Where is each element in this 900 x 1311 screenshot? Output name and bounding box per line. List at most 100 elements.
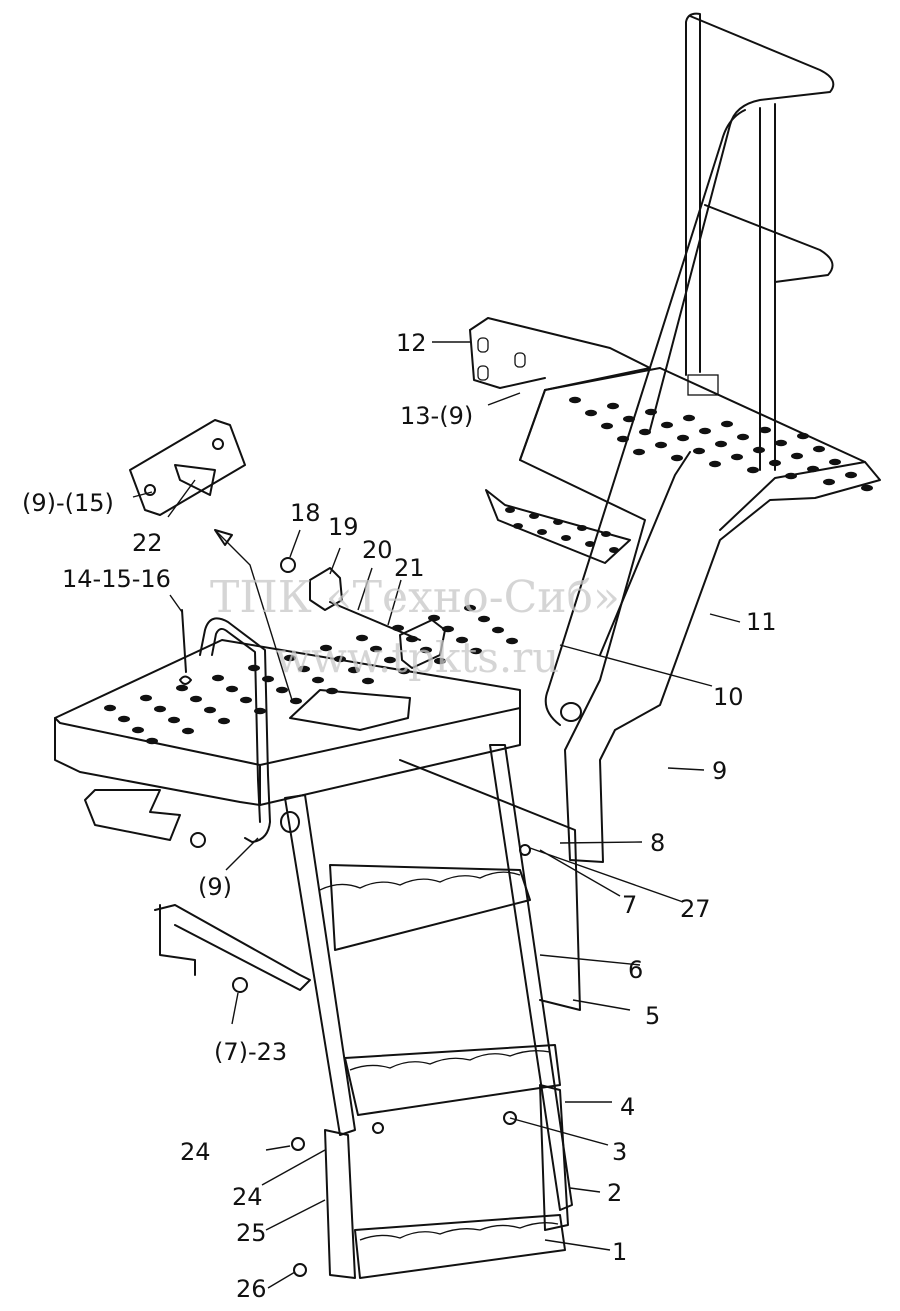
- callout-14-15-16: 14-15-16: [62, 565, 171, 593]
- perforation-hole: [176, 684, 188, 692]
- callout-3: 3: [612, 1138, 627, 1166]
- watermark-company: ТПК «Техно-Сиб»: [210, 572, 620, 623]
- perforation-hole: [492, 626, 504, 634]
- perforation-hole: [290, 697, 302, 705]
- perforation-hole: [623, 415, 635, 423]
- perforation-hole: [537, 529, 547, 535]
- perforation-hole: [464, 604, 476, 612]
- perforation-hole: [513, 523, 523, 529]
- perforation-hole: [470, 647, 482, 655]
- callout-12: 12: [396, 329, 427, 357]
- perforation-hole: [370, 645, 382, 653]
- perforation-hole: [348, 666, 360, 674]
- perforation-hole: [212, 674, 224, 682]
- perforation-hole: [168, 716, 180, 724]
- left-platform: [54, 604, 521, 848]
- callout-9-15: (9)-(15): [22, 489, 114, 517]
- perforation-hole: [609, 547, 619, 553]
- callout-6: 6: [628, 956, 643, 984]
- callout-4: 4: [620, 1093, 635, 1121]
- perforation-hole: [506, 637, 518, 645]
- perforation-hole: [561, 535, 571, 541]
- callout-22: (9): [198, 873, 232, 901]
- perforation-hole: [276, 686, 288, 694]
- perforation-hole: [248, 664, 260, 672]
- perforation-hole: [639, 428, 651, 436]
- perforation-hole: [284, 654, 296, 662]
- callout-paren-9: (7)-23: [214, 1038, 287, 1066]
- perforation-hole: [655, 441, 667, 449]
- callout-26: 26: [236, 1275, 267, 1303]
- perforation-hole: [140, 694, 152, 702]
- perforation-hole: [769, 459, 781, 467]
- perforation-hole: [785, 472, 797, 480]
- perforation-hole: [356, 634, 368, 642]
- upper-platform: [469, 317, 881, 863]
- callout-7: 7: [622, 891, 637, 919]
- callout-9: 9: [712, 757, 727, 785]
- perforation-hole: [715, 440, 727, 448]
- perforation-hole: [240, 696, 252, 704]
- perforation-hole: [118, 715, 130, 723]
- perforation-hole: [807, 465, 819, 473]
- perforation-hole: [661, 421, 673, 429]
- watermark-url: www.tpkts.ru: [275, 633, 559, 682]
- perforation-hole: [320, 644, 332, 652]
- perforation-hole: [312, 676, 324, 684]
- callout-24: 24: [232, 1183, 263, 1211]
- perforation-hole: [823, 478, 835, 486]
- perforation-hole: [505, 507, 515, 513]
- ladder-frame: [154, 744, 581, 1279]
- perforation-hole: [601, 531, 611, 537]
- callout-2: 2: [607, 1179, 622, 1207]
- perforation-hole: [585, 541, 595, 547]
- perforation-hole: [813, 445, 825, 453]
- perforation-hole: [731, 453, 743, 461]
- perforation-hole: [420, 646, 432, 654]
- perforation-hole: [671, 454, 683, 462]
- perforation-hole: [262, 675, 274, 683]
- callout-13-9: 13-(9): [400, 402, 473, 430]
- perforation-hole: [759, 426, 771, 434]
- perforation-hole: [645, 408, 657, 416]
- perforation-hole: [154, 705, 166, 713]
- perforation-hole: [585, 409, 597, 417]
- perforation-hole: [693, 447, 705, 455]
- perforation-hole: [699, 427, 711, 435]
- perforation-hole: [845, 471, 857, 479]
- perforation-hole: [569, 396, 581, 404]
- perforation-hole: [456, 636, 468, 644]
- callout-17: 18: [290, 499, 321, 527]
- perforation-hole: [384, 656, 396, 664]
- perforation-hole: [775, 439, 787, 447]
- callout-18: 19: [328, 513, 359, 541]
- callout-7-23: 24: [180, 1138, 211, 1166]
- perforation-hole: [132, 726, 144, 734]
- perforation-hole: [829, 458, 841, 466]
- perforation-hole: [398, 667, 410, 675]
- callout-1: 1: [612, 1238, 627, 1266]
- perforation-hole: [529, 513, 539, 519]
- perforation-hole: [721, 420, 733, 428]
- perforation-hole: [298, 665, 310, 673]
- callout-10: 10: [713, 683, 744, 711]
- callout-27: 27: [680, 895, 711, 923]
- callout-11: 11: [746, 608, 777, 636]
- perforation-hole: [607, 402, 619, 410]
- perforation-hole: [791, 452, 803, 460]
- perforation-hole: [677, 434, 689, 442]
- perforation-hole: [226, 685, 238, 693]
- perforation-hole: [478, 615, 490, 623]
- perforation-hole: [146, 737, 158, 745]
- callout-5: 5: [645, 1002, 660, 1030]
- perforation-hole: [204, 706, 216, 714]
- perforation-hole: [104, 704, 116, 712]
- perforation-hole: [617, 435, 629, 443]
- perforation-hole: [753, 446, 765, 454]
- callout-20: 21: [394, 554, 425, 582]
- leader-lines: [132, 341, 741, 1289]
- perforation-hole: [553, 519, 563, 525]
- perforation-hole: [577, 525, 587, 531]
- perforation-hole: [683, 414, 695, 422]
